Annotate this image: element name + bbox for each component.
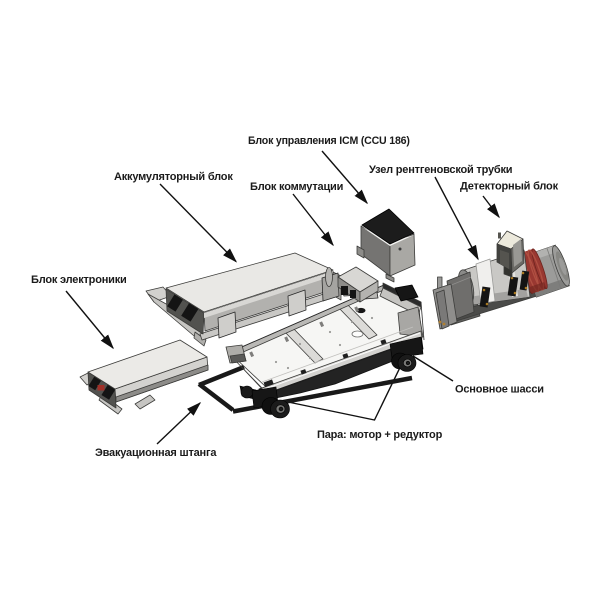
svg-text:Блок коммутации: Блок коммутации [250, 181, 343, 193]
svg-text:Узел рентгеновской трубки: Узел рентгеновской трубки [369, 164, 512, 176]
svg-text:Аккумуляторный блок: Аккумуляторный блок [114, 171, 233, 183]
svg-text:Блок управления ICM (CCU 186): Блок управления ICM (CCU 186) [248, 135, 410, 147]
svg-text:Пара: мотор + редуктор: Пара: мотор + редуктор [317, 429, 443, 441]
svg-text:Эвакуационная штанга: Эвакуационная штанга [95, 447, 217, 459]
svg-text:Блок электроники: Блок электроники [31, 274, 127, 286]
svg-text:Детекторный блок: Детекторный блок [460, 181, 559, 193]
svg-text:Основное шасси: Основное шасси [455, 384, 544, 396]
